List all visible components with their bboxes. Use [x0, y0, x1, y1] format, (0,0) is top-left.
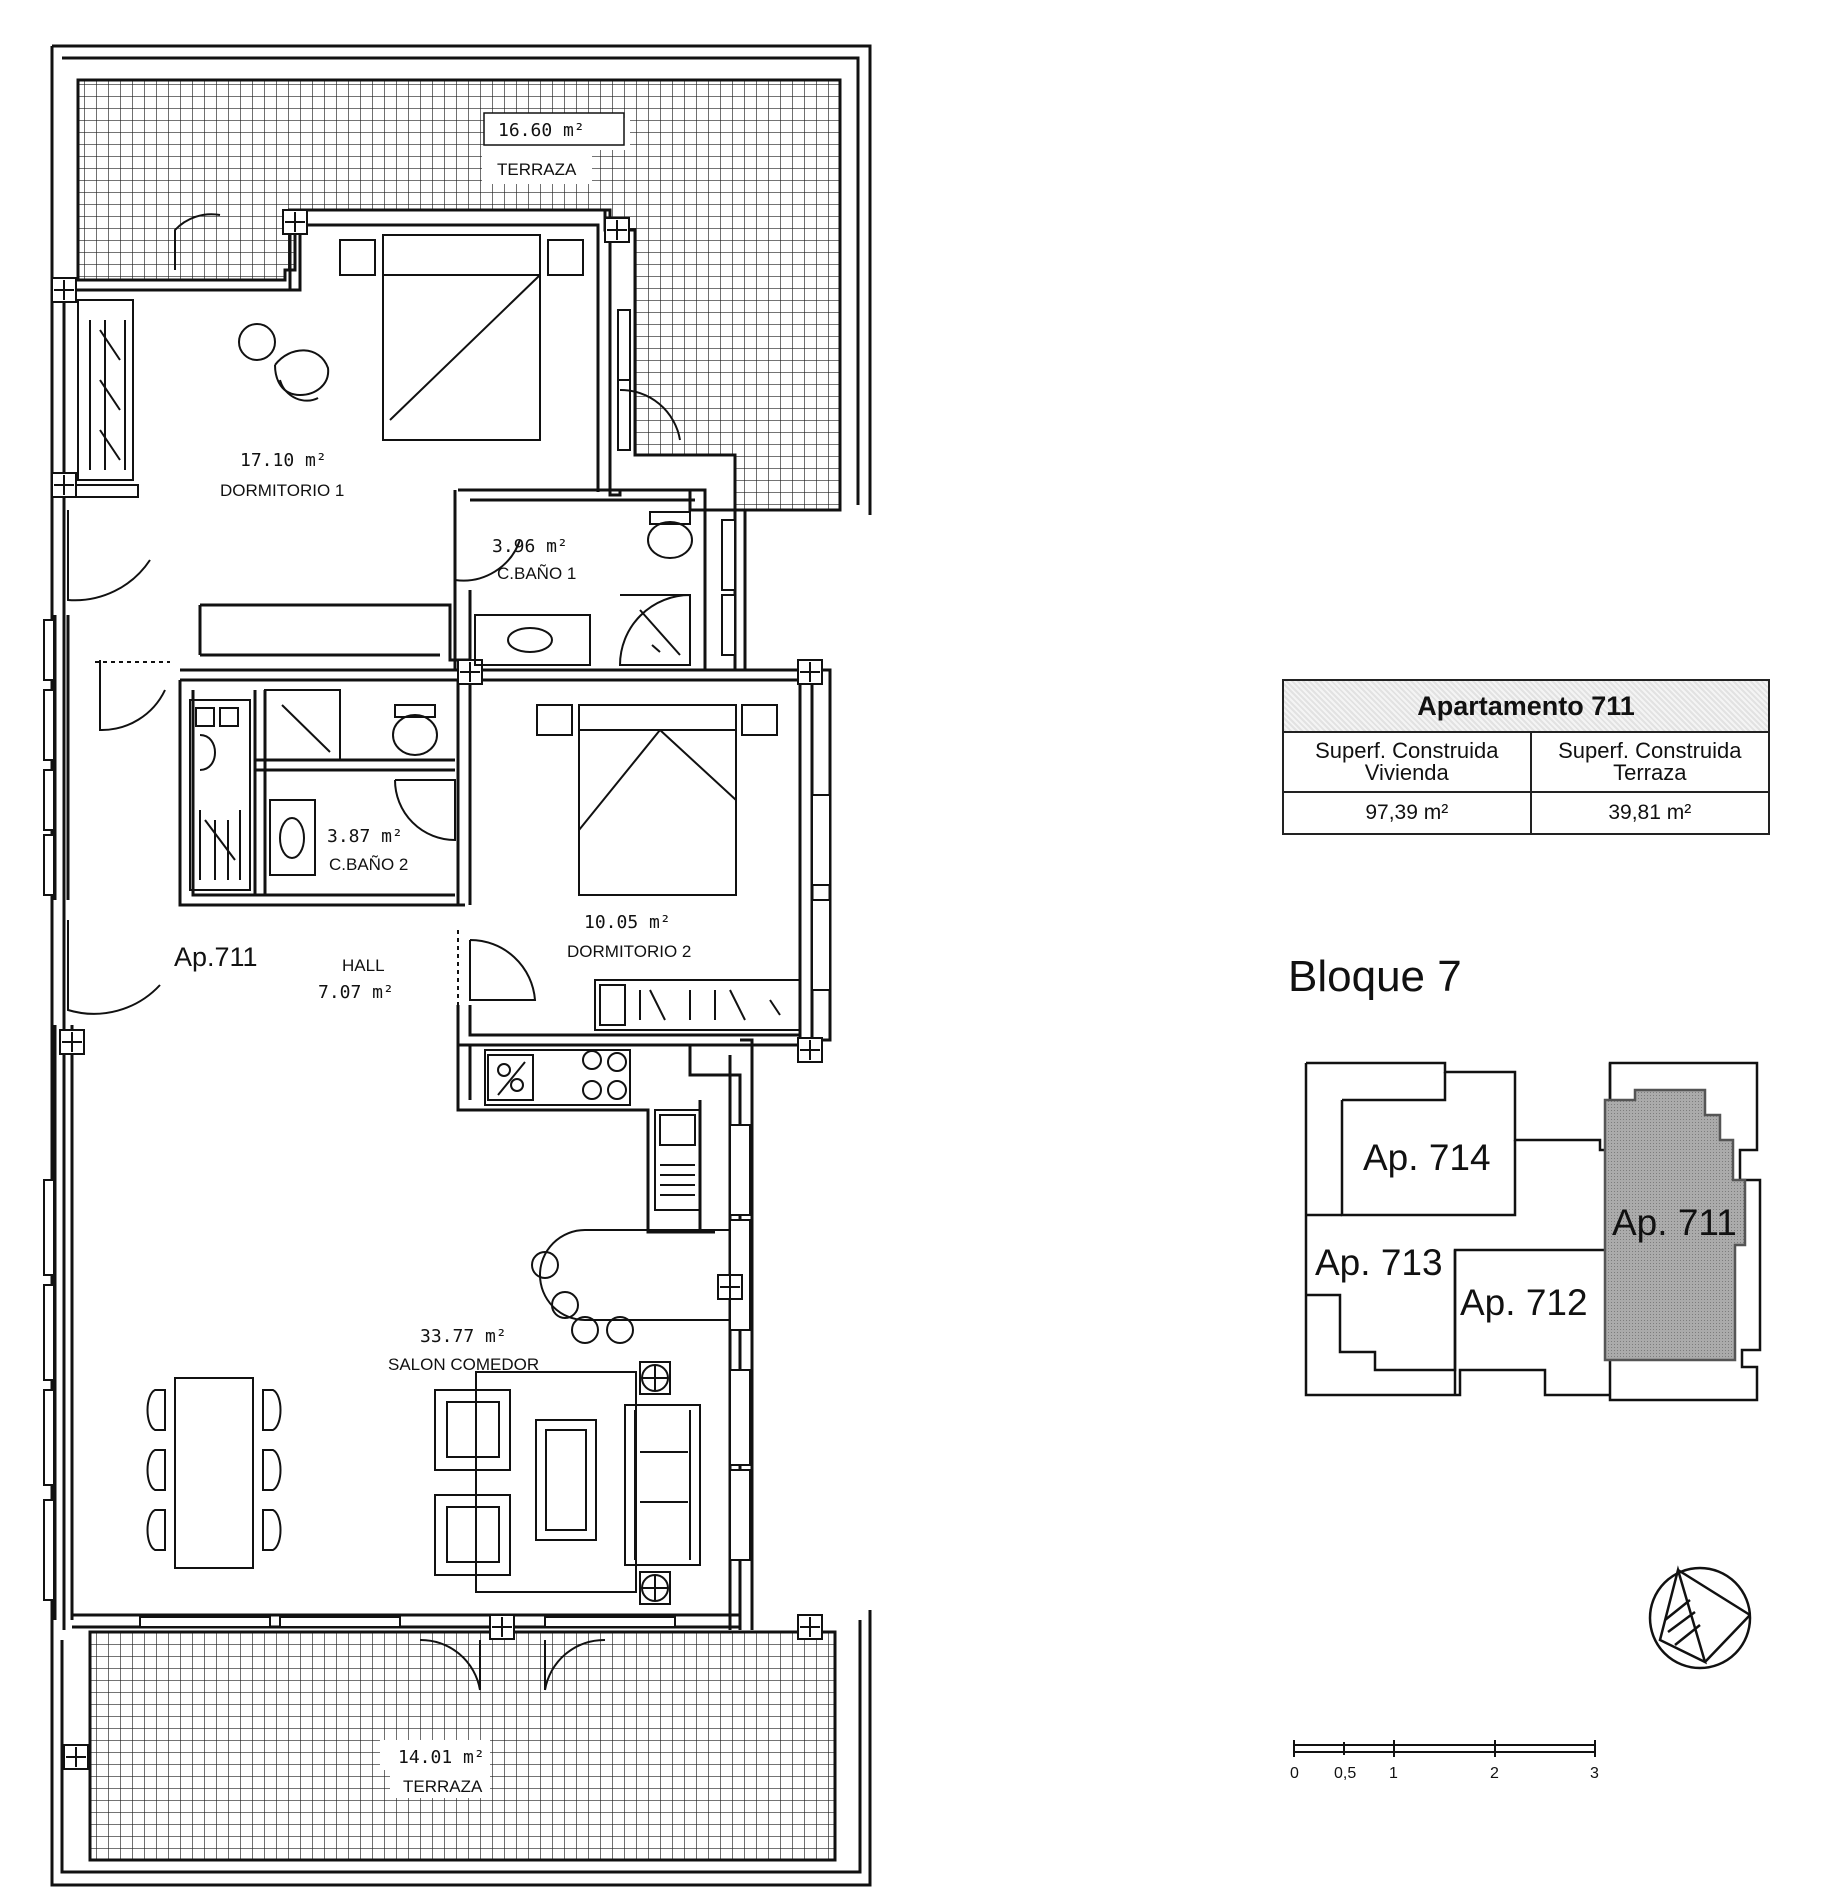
scale-tick-2: 2 [1490, 1765, 1499, 1782]
wardrobe-dormitorio-2 [594, 979, 801, 1031]
closet-hall [189, 699, 251, 891]
key-plan [1304, 1061, 1762, 1402]
salon-name: SALON COMEDOR [388, 1355, 539, 1374]
bloque-title: Bloque 7 [1288, 952, 1462, 1001]
key-plan-highlight-711 [1603, 1088, 1747, 1362]
table-title: Apartamento 711 [1282, 679, 1770, 733]
apartment-info-table: Apartamento 711 Superf. Construida Vivie… [1282, 679, 1771, 835]
key-plan-label-712: Ap. 712 [1460, 1282, 1588, 1323]
dormitorio-2-name: DORMITORIO 2 [567, 942, 691, 961]
table-header-vivienda: Superf. Construida Vivienda [1282, 731, 1532, 793]
doors [67, 213, 681, 1691]
bano-2-area: 3.87 m² [327, 826, 403, 847]
table-value-vivienda: 97,39 m² [1282, 791, 1532, 835]
bano-1-name: C.BAÑO 1 [497, 564, 576, 583]
kitchen-fixtures [484, 1049, 731, 1344]
scale-tick-05: 0,5 [1334, 1765, 1356, 1782]
table-header-terraza: Superf. Construida Terraza [1529, 731, 1771, 793]
windows-left [43, 619, 676, 1628]
key-plan-labels: Ap. 714 Ap. 713 Ap. 712 Ap. 711 [1315, 1137, 1737, 1323]
salon-area: 33.77 m² [420, 1326, 507, 1347]
key-plan-label-711: Ap. 711 [1612, 1202, 1737, 1243]
terrace-bottom [50, 1610, 872, 1887]
key-plan-label-714: Ap. 714 [1363, 1137, 1491, 1178]
bath-1-fixtures [474, 511, 693, 666]
bed-dormitorio-1 [238, 234, 584, 441]
dormitorio-1-area: 17.10 m² [240, 450, 327, 471]
room-labels: 16.60 m² TERRAZA 17.10 m² DORMITORIO 1 3… [174, 112, 691, 1796]
living-set [434, 1361, 701, 1605]
scale-bar [1293, 1740, 1596, 1757]
scale-ticks: 0 0,5 1 2 3 [1290, 1765, 1599, 1782]
scale-tick-0: 0 [1290, 1765, 1299, 1782]
hall-name: HALL [342, 956, 385, 975]
bed-dormitorio-2 [536, 704, 778, 896]
key-plan-label-713: Ap. 713 [1315, 1242, 1443, 1283]
table-value-terraza: 39,81 m² [1529, 791, 1771, 835]
apartment-label: Ap.711 [174, 942, 258, 972]
scale-tick-1: 1 [1389, 1765, 1398, 1782]
terraza-top-area: 16.60 m² [498, 120, 585, 141]
dormitorio-2-area: 10.05 m² [584, 912, 671, 933]
dormitorio-1-name: DORMITORIO 1 [220, 481, 344, 500]
dining-table [146, 1377, 282, 1569]
bano-2-name: C.BAÑO 2 [329, 855, 408, 874]
bath-2-fixtures [264, 689, 438, 876]
bano-1-area: 3.96 m² [492, 536, 568, 557]
terraza-top-name: TERRAZA [497, 160, 577, 179]
terraza-bottom-name: TERRAZA [403, 1777, 483, 1796]
terrace-top [52, 44, 872, 515]
hall-area: 7.07 m² [318, 982, 394, 1003]
column-markers [51, 209, 823, 1770]
north-arrow-icon [1648, 1565, 1752, 1670]
wardrobe-dormitorio-1 [57, 299, 139, 498]
scale-tick-3: 3 [1590, 1765, 1599, 1782]
terraza-bottom-area: 14.01 m² [398, 1747, 485, 1768]
